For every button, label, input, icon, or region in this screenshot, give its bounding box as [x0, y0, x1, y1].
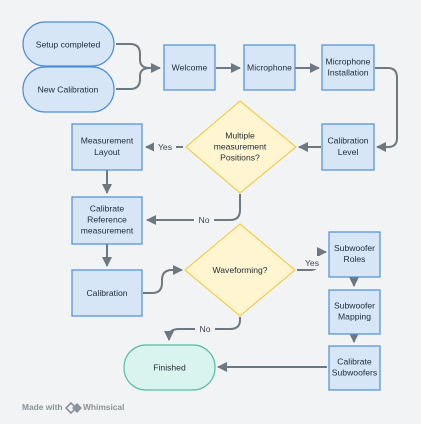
edge-micinst-callevel [375, 67, 398, 152]
node-calibrate-subwoofers[interactable]: Calibrate Subwoofers [328, 345, 381, 391]
edge-label-yes-layout: Yes [158, 142, 172, 152]
node-calibrate-reference[interactable]: Calibrate Reference measurement [71, 196, 143, 245]
node-setup-completed[interactable]: Setup completed [22, 21, 115, 67]
node-label: Microphone [247, 63, 292, 73]
node-label: New Calibration [38, 85, 99, 95]
decision-label: Positions? [220, 153, 260, 163]
node-label: Calibration [86, 288, 127, 298]
edge-calibration-waveform [143, 265, 183, 294]
node-label: Microphone [326, 57, 371, 67]
node-microphone[interactable]: Microphone [243, 44, 296, 91]
decision-multiple-positions[interactable]: Multiple measurement Positions? [185, 100, 297, 194]
decision-label: Waveforming? [212, 265, 267, 275]
node-subwoofer-roles[interactable]: Subwoofer Roles [328, 231, 381, 278]
node-label: Subwoofer [334, 243, 375, 253]
node-label: Roles [344, 254, 366, 264]
node-label: Mapping [338, 312, 371, 322]
decision-label: measurement [214, 142, 267, 152]
decision-waveforming[interactable]: Waveforming? [184, 223, 296, 317]
node-label: Setup completed [36, 40, 101, 50]
node-label: Welcome [172, 63, 208, 73]
node-new-calibration[interactable]: New Calibration [22, 66, 115, 113]
node-label: Level [338, 147, 359, 157]
node-label: Measurement [81, 136, 134, 146]
edge-label-no-finished: No [200, 324, 211, 334]
edge-multi-calref-no [146, 194, 241, 225]
node-label: measurement [81, 226, 134, 236]
node-label: Reference [87, 215, 127, 225]
node-label: Layout [94, 147, 120, 157]
node-label: Calibration [327, 136, 368, 146]
node-label: Finished [153, 363, 186, 373]
node-subwoofer-mapping[interactable]: Subwoofer Mapping [328, 289, 381, 335]
node-calibration[interactable]: Calibration [71, 269, 143, 317]
node-welcome[interactable]: Welcome [163, 44, 216, 91]
edge-newcal-welcome [116, 67, 151, 90]
node-label: Installation [327, 68, 368, 78]
whimsical-brand-text: Whimsical [83, 402, 124, 412]
node-measurement-layout[interactable]: Measurement Layout [71, 123, 143, 171]
nodes: Setup completed New Calibration Welcome … [22, 21, 381, 391]
connectors [102, 43, 398, 372]
decision-label: Multiple [225, 131, 255, 141]
edge-label-no-calref: No [199, 215, 210, 225]
node-label: Subwoofer [334, 301, 375, 311]
made-with-whimsical-footer[interactable]: Made with Whimsical [22, 401, 124, 415]
node-label: Subwoofers [332, 368, 377, 378]
edge-label-yes-subwoofer: Yes [305, 258, 319, 268]
node-microphone-installation[interactable]: Microphone Installation [321, 44, 375, 91]
edge-setup-welcome [116, 43, 161, 73]
node-finished[interactable]: Finished [123, 344, 216, 391]
edge-labels: Yes No Yes No [154, 140, 323, 335]
node-calibration-level[interactable]: Calibration Level [321, 123, 375, 171]
made-with-text: Made with [22, 402, 62, 412]
node-label: Calibrate [337, 357, 372, 367]
node-label: Calibrate [90, 204, 125, 214]
whimsical-logo-icon [64, 401, 82, 415]
